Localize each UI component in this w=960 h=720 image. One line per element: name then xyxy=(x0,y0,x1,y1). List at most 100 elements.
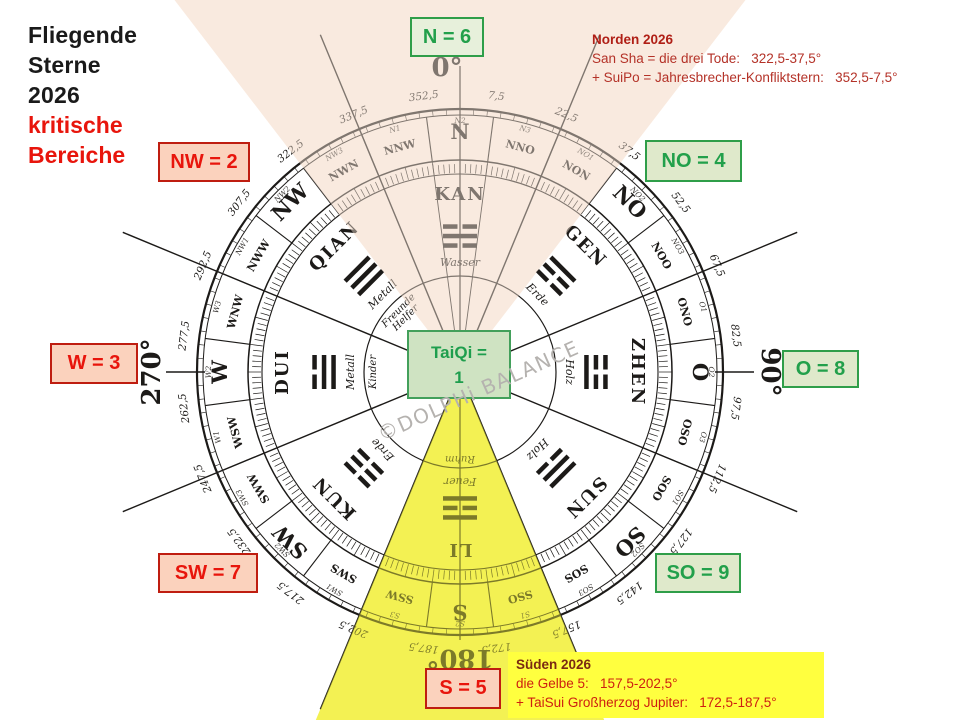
svg-text:ONO: ONO xyxy=(675,296,695,328)
svg-text:SW: SW xyxy=(267,519,312,564)
svg-text:37,5: 37,5 xyxy=(616,140,642,164)
svg-text:SWW: SWW xyxy=(245,470,273,505)
trigram-sun xyxy=(535,447,577,489)
svg-text:157,5: 157,5 xyxy=(550,618,583,641)
svg-text:NW1: NW1 xyxy=(233,236,251,258)
svg-text:SW3: SW3 xyxy=(234,488,251,508)
svg-text:N2: N2 xyxy=(453,116,466,125)
svg-text:NOO: NOO xyxy=(648,240,674,272)
svg-text:QIAN: QIAN xyxy=(305,217,364,276)
page-title: Fliegende Sterne 2026 kritische Bereiche xyxy=(28,20,137,170)
svg-text:W2: W2 xyxy=(204,366,213,379)
svg-text:NW2: NW2 xyxy=(272,184,293,205)
svg-text:90°: 90° xyxy=(755,347,785,396)
svg-text:SO3: SO3 xyxy=(576,582,595,598)
svg-text:SW2: SW2 xyxy=(273,540,292,559)
svg-text:0°: 0° xyxy=(431,53,462,83)
svg-text:NW: NW xyxy=(266,178,314,226)
svg-text:292,5: 292,5 xyxy=(191,249,214,283)
svg-text:SO: SO xyxy=(609,521,650,562)
svg-text:67,5: 67,5 xyxy=(707,253,727,279)
trigram-kan xyxy=(443,224,477,248)
svg-text:N: N xyxy=(450,119,469,144)
sector-box-east: O = 8 xyxy=(782,350,859,388)
svg-text:Metall: Metall xyxy=(344,354,357,391)
svg-text:322,5: 322,5 xyxy=(275,137,306,165)
sector-box-east-label: O = 8 xyxy=(795,357,846,380)
svg-text:142,5: 142,5 xyxy=(613,579,644,607)
svg-text:Kinder: Kinder xyxy=(368,354,379,390)
svg-text:W1: W1 xyxy=(211,430,223,444)
sector-box-northeast: NO = 4 xyxy=(645,140,742,182)
svg-text:270°: 270° xyxy=(137,338,167,405)
svg-text:262,5: 262,5 xyxy=(176,392,192,425)
sector-box-northwest-label: NW = 2 xyxy=(170,150,238,173)
trigram-dui xyxy=(312,355,336,389)
sector-box-southeast-label: SO = 9 xyxy=(666,561,730,584)
svg-text:217,5: 217,5 xyxy=(275,578,307,607)
trigram-gen xyxy=(535,255,577,297)
svg-text:52,5: 52,5 xyxy=(669,190,693,216)
svg-text:352,5: 352,5 xyxy=(408,88,440,104)
trigram-kun xyxy=(343,447,385,489)
svg-text:ZHEN: ZHEN xyxy=(627,338,648,406)
svg-text:O1: O1 xyxy=(697,300,709,313)
svg-text:NON: NON xyxy=(560,158,592,184)
trigram-qian xyxy=(343,255,385,297)
norden-annotation-title: Norden 2026 xyxy=(592,32,674,47)
svg-text:SWS: SWS xyxy=(328,561,359,586)
svg-text:112,5: 112,5 xyxy=(705,462,728,495)
svg-text:SOS: SOS xyxy=(562,561,591,585)
svg-text:307,5: 307,5 xyxy=(226,187,254,218)
svg-text:SOO: SOO xyxy=(649,473,674,503)
sector-box-west-label: W = 3 xyxy=(67,352,121,374)
sector-box-southeast: SO = 9 xyxy=(655,553,741,593)
sector-box-northwest: NW = 2 xyxy=(158,142,250,182)
svg-text:WSW: WSW xyxy=(225,414,246,450)
svg-text:247,5: 247,5 xyxy=(192,462,215,496)
sector-box-northeast-label: NO = 4 xyxy=(661,149,726,172)
svg-text:DUI: DUI xyxy=(272,349,293,395)
svg-text:O: O xyxy=(688,363,713,381)
svg-text:W: W xyxy=(207,360,232,385)
svg-text:NW3: NW3 xyxy=(323,145,345,163)
sector-box-south-label: S = 5 xyxy=(439,677,487,699)
norden-annotation-line1: San Sha = die drei Tode: 322,5-37,5° xyxy=(592,51,822,66)
sueden-annotation-title: Süden 2026 xyxy=(516,657,592,672)
svg-text:NWN: NWN xyxy=(326,157,361,184)
title-line-1: Fliegende Sterne 2026 xyxy=(28,22,138,108)
svg-text:97,5: 97,5 xyxy=(728,396,743,421)
svg-text:Metall: Metall xyxy=(365,277,401,313)
svg-text:NWW: NWW xyxy=(244,237,273,274)
svg-text:NNO: NNO xyxy=(504,137,536,157)
svg-text:NO1: NO1 xyxy=(575,145,596,162)
svg-text:SW1: SW1 xyxy=(324,582,344,599)
svg-text:22,5: 22,5 xyxy=(552,105,579,126)
svg-text:Feuer: Feuer xyxy=(443,475,477,488)
svg-text:S2: S2 xyxy=(455,619,465,628)
svg-text:NO3: NO3 xyxy=(669,236,686,257)
sector-box-north: N = 6 xyxy=(410,17,484,57)
svg-text:O2: O2 xyxy=(707,367,716,378)
trigram-zhen xyxy=(584,355,608,389)
svg-text:S: S xyxy=(452,600,467,625)
svg-text:WNW: WNW xyxy=(224,293,246,332)
svg-text:N1: N1 xyxy=(387,123,401,135)
svg-text:KUN: KUN xyxy=(308,471,360,523)
svg-text:S1: S1 xyxy=(519,609,531,620)
svg-text:187,5: 187,5 xyxy=(408,640,440,656)
sueden-annotation: Süden 2026 die Gelbe 5: 157,5-202,5° + T… xyxy=(508,652,824,718)
svg-text:7,5: 7,5 xyxy=(487,89,505,103)
svg-text:82,5: 82,5 xyxy=(728,323,743,348)
svg-text:Wasser: Wasser xyxy=(440,256,481,269)
svg-text:SO2: SO2 xyxy=(629,541,647,559)
svg-text:NO: NO xyxy=(608,180,652,224)
svg-text:Holz: Holz xyxy=(524,435,552,463)
taiqi-label: TaiQi = xyxy=(431,342,487,362)
sector-box-southwest-label: SW = 7 xyxy=(174,561,242,584)
svg-text:KAN: KAN xyxy=(434,184,485,205)
svg-text:Ruhm: Ruhm xyxy=(445,453,476,464)
svg-text:Erde: Erde xyxy=(523,280,552,309)
svg-text:GEN: GEN xyxy=(560,221,611,272)
sector-box-west: W = 3 xyxy=(50,343,138,384)
